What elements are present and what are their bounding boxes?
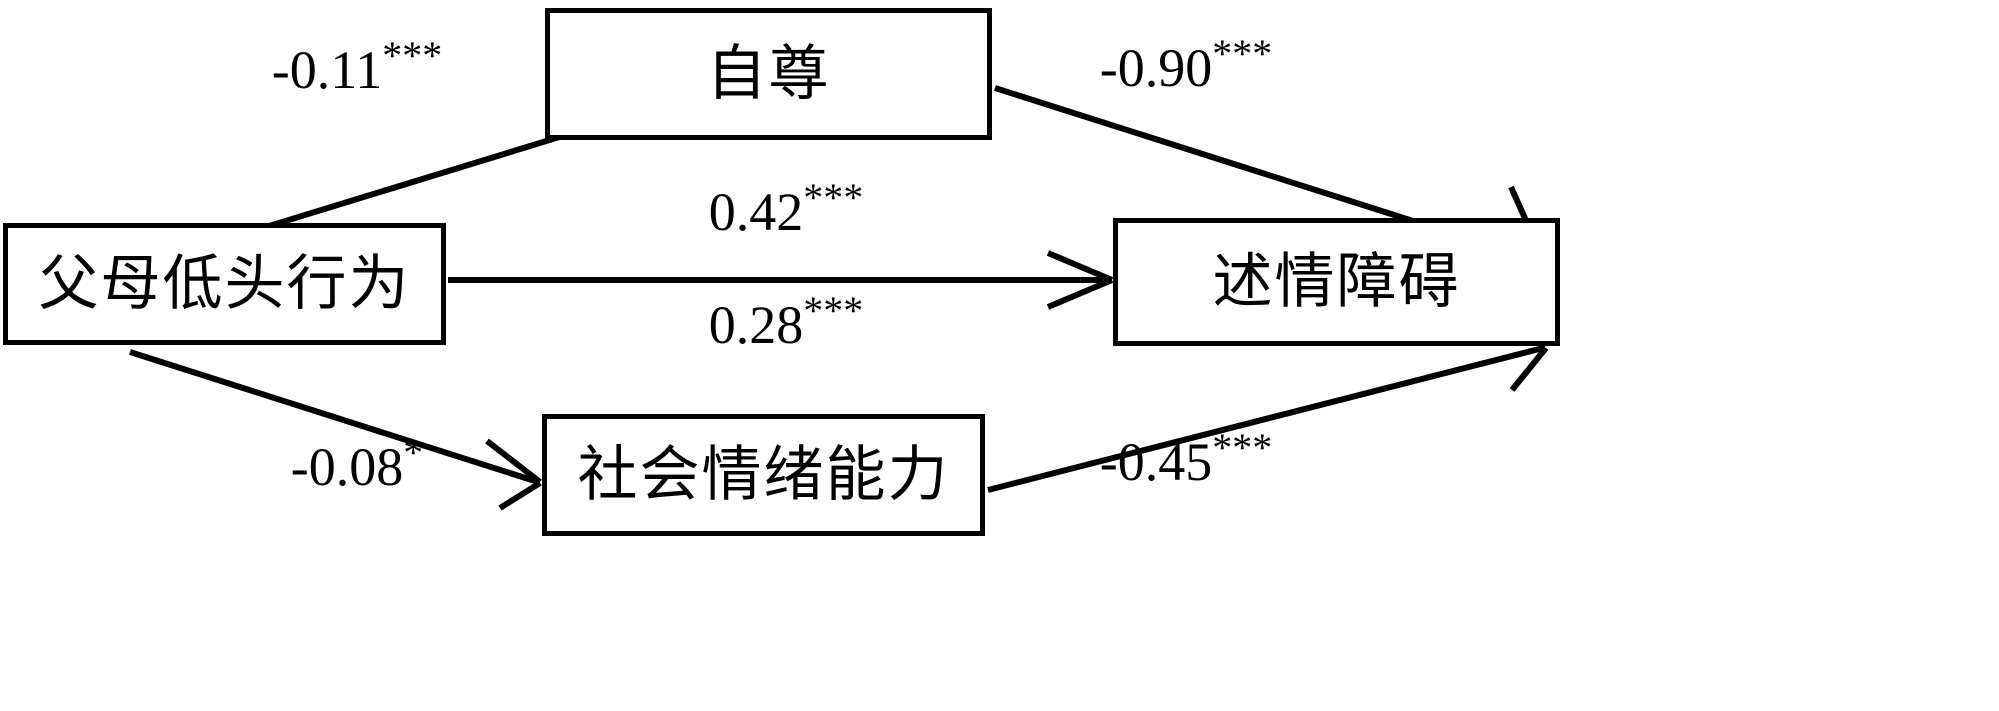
node-self-esteem[interactable]: 自尊 <box>545 8 992 140</box>
arrow-phubbing-to-social-emotional <box>129 349 542 511</box>
edge-coefficient: -0.11 <box>271 40 383 100</box>
node-self-esteem-label: 自尊 <box>706 41 831 107</box>
edge-label-phubbing-to-social-emotional: -0.08* <box>290 433 423 497</box>
edge-significance: *** <box>1212 425 1273 470</box>
node-parental-phubbing[interactable]: 父母低头行为 <box>3 223 446 345</box>
edge-significance: *** <box>803 175 864 220</box>
node-alexithymia[interactable]: 述情障碍 <box>1113 218 1560 346</box>
arrow-phubbing-to-alexithymia-direct <box>448 250 1114 310</box>
edge-significance: *** <box>803 288 864 333</box>
edge-coefficient: 0.28 <box>708 295 804 355</box>
edge-coefficient: -0.08 <box>290 437 404 497</box>
edge-label-self-esteem-to-alexithymia: -0.90*** <box>1099 34 1272 98</box>
edge-significance: *** <box>382 33 443 78</box>
edge-label-social-emotional-to-alexithymia: -0.45*** <box>1099 428 1272 492</box>
edge-coefficient: -0.45 <box>1099 432 1213 492</box>
node-alexithymia-label: 述情障碍 <box>1212 249 1461 315</box>
edge-label-phubbing-to-self-esteem: -0.11*** <box>271 36 442 100</box>
edge-significance: *** <box>1212 31 1273 76</box>
edge-coefficient: 0.42 <box>708 182 804 242</box>
edge-coefficient: -0.90 <box>1099 38 1213 98</box>
edge-label-phubbing-to-alexithymia-lower: 0.28*** <box>708 291 864 355</box>
node-parental-phubbing-label: 父母低头行为 <box>38 251 411 317</box>
edge-significance: * <box>403 430 424 475</box>
node-social-emotional-competence-label: 社会情绪能力 <box>577 442 950 508</box>
edge-label-phubbing-to-alexithymia-upper: 0.42*** <box>708 178 864 242</box>
node-social-emotional-competence[interactable]: 社会情绪能力 <box>542 414 985 536</box>
